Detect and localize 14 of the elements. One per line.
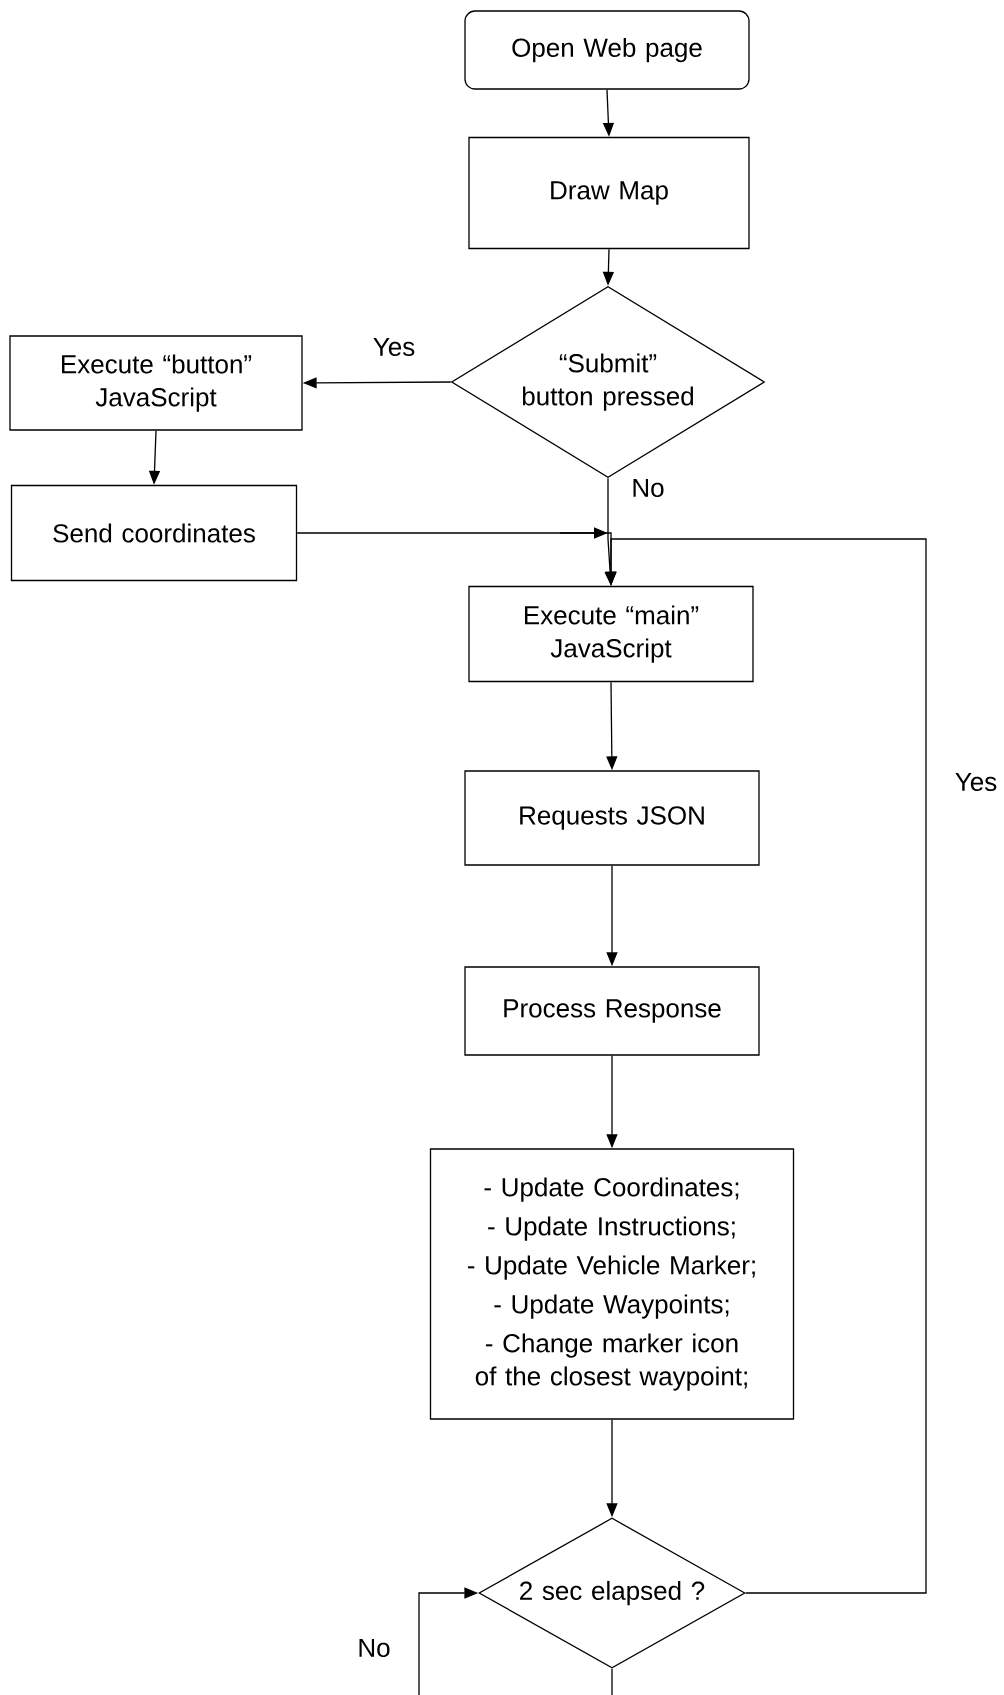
edge-label: Yes <box>370 335 418 359</box>
process-box: Send coordinates <box>10 484 298 582</box>
edge-label: No <box>629 476 667 500</box>
process-box: - Update Coordinates; - Update Instructions; - Update Vehicle Marker; - Update Waypoints; - Change marker icon of the closest waypoint; <box>429 1148 795 1420</box>
start-terminal: Open Web page <box>464 10 750 90</box>
process-box: Execute “main” JavaScript <box>468 585 754 683</box>
arrow <box>418 1587 613 1695</box>
process-box: Execute “button” JavaScript <box>9 335 303 431</box>
process-box: Process Response <box>464 966 760 1056</box>
edge-label: Yes <box>952 770 1000 794</box>
edge-label: No <box>355 1636 393 1660</box>
process-box: Requests JSON <box>464 770 760 866</box>
arrow <box>605 538 927 1594</box>
process-box: Draw Map <box>468 136 750 250</box>
